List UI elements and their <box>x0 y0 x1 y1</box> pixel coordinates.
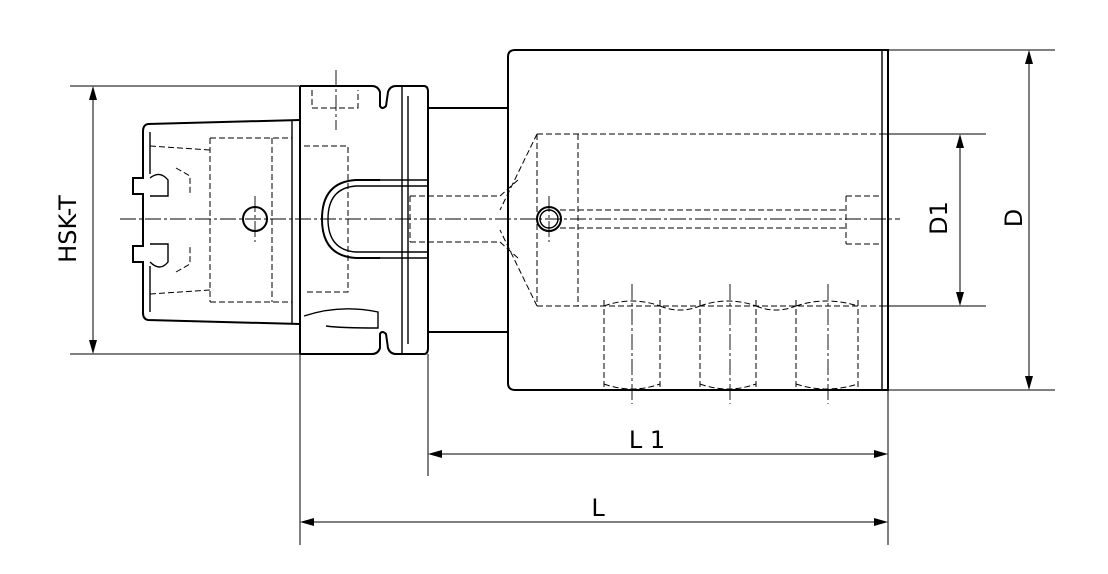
neck <box>409 107 519 333</box>
main-body <box>499 49 889 391</box>
l-label: L <box>591 494 605 522</box>
d1-label: D1 <box>925 201 953 235</box>
hsk-shank <box>132 119 301 325</box>
hsk-t-label: HSK-T <box>54 195 82 263</box>
d-label: D <box>1000 209 1028 227</box>
l1-label: L 1 <box>629 426 665 454</box>
dimensions <box>70 49 1055 545</box>
center-lines <box>120 70 900 404</box>
flange <box>299 85 429 355</box>
